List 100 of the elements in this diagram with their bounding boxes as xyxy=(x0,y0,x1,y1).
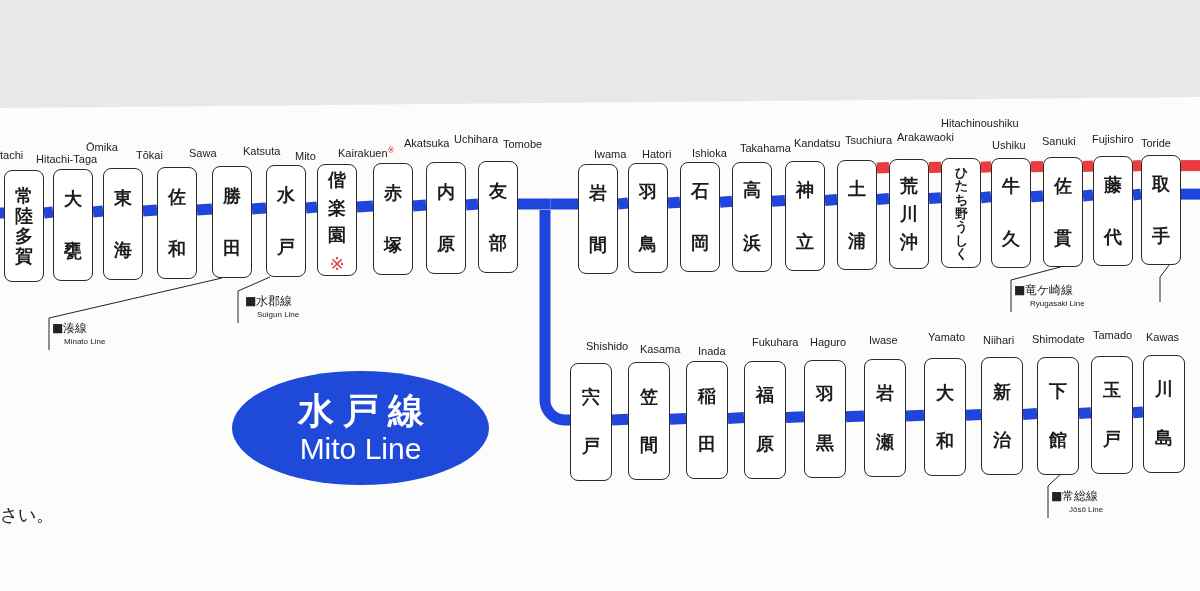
station-name: 取手 xyxy=(1152,172,1170,249)
station-box xyxy=(981,357,1023,476)
station-romaji: Ishioka xyxy=(692,147,727,160)
station-name: 偕楽園 xyxy=(328,167,346,248)
station-box xyxy=(1037,356,1079,475)
rail-line xyxy=(928,161,942,174)
station-box xyxy=(864,359,906,477)
rail-line xyxy=(1078,407,1092,420)
station-romaji: Katsuta xyxy=(243,145,281,158)
station-romaji: Tsuchiura xyxy=(845,134,893,147)
station-box xyxy=(426,162,466,274)
station-name: 藤代 xyxy=(1104,172,1122,249)
station-name: 福原 xyxy=(756,383,774,456)
station-romaji: tachi xyxy=(0,149,24,162)
rail-line xyxy=(965,408,982,421)
station-romaji: Mito xyxy=(295,150,316,163)
connecting-line-name: ■竜ケ崎線 xyxy=(1014,283,1074,298)
station-name: 大甕 xyxy=(64,186,82,263)
station-name: 岩瀬 xyxy=(876,381,894,454)
station-romaji: Yamato xyxy=(928,331,966,344)
station-name: 新治 xyxy=(993,379,1011,453)
station-name: 下館 xyxy=(1049,379,1067,452)
leader-line xyxy=(1159,264,1170,303)
station-name: 羽鳥 xyxy=(639,180,657,257)
station-romaji: Sawa xyxy=(189,147,217,160)
rail-line xyxy=(667,196,681,209)
station-romaji: Iwama xyxy=(594,148,627,161)
station-name: 荒川沖 xyxy=(900,174,918,255)
station-romaji: Inada xyxy=(698,345,726,358)
station-name: 常陸多賀 xyxy=(15,185,33,267)
station-name: 大和 xyxy=(936,380,954,454)
station-name: 高浜 xyxy=(743,178,761,255)
station-name: 川島 xyxy=(1155,377,1173,450)
rail-line xyxy=(539,210,571,426)
rail-line xyxy=(669,412,687,425)
station-box xyxy=(924,358,966,477)
station-box xyxy=(785,160,825,271)
station-box xyxy=(628,362,670,481)
rail-line xyxy=(142,204,158,217)
station-box xyxy=(686,361,728,480)
leader-line xyxy=(1047,474,1061,519)
rail-line xyxy=(92,205,104,218)
station-romaji: Hitachinoushiku xyxy=(941,117,1019,130)
station-romaji: Haguro xyxy=(810,336,847,349)
station-box xyxy=(570,363,612,481)
station-box xyxy=(732,161,772,272)
station-box xyxy=(212,166,252,278)
station-name: 佐和 xyxy=(168,184,186,261)
rail-line xyxy=(771,194,786,207)
station-name: 佐貫 xyxy=(1054,173,1072,250)
rail-line xyxy=(980,191,992,204)
station-box xyxy=(941,158,981,269)
station-name: 牛久 xyxy=(1002,174,1020,251)
station-name: 羽黒 xyxy=(816,382,834,455)
rail-line xyxy=(617,197,629,210)
rail-line xyxy=(412,199,427,212)
station-box xyxy=(680,162,720,273)
connecting-line-name: ■湊線 xyxy=(52,321,88,336)
station-box xyxy=(478,161,518,273)
rail-line xyxy=(785,411,805,424)
station-box xyxy=(1093,156,1133,266)
station-romaji: Toride xyxy=(1141,137,1171,150)
station-box xyxy=(804,359,846,478)
line-title-romaji: Mito Line xyxy=(299,432,422,466)
rail-line xyxy=(876,162,890,174)
station-romaji: Tomobe xyxy=(503,138,543,151)
station-name: 赤塚 xyxy=(384,180,402,257)
station-romaji: Hatori xyxy=(642,148,672,161)
rail-line xyxy=(43,206,54,219)
rail-line xyxy=(251,202,267,215)
station-box xyxy=(991,157,1031,268)
station-name: 友部 xyxy=(489,178,507,255)
leader-line xyxy=(48,277,223,351)
station-romaji: Kandatsu xyxy=(794,137,841,150)
rail-line xyxy=(727,412,745,424)
station-romaji: Kairakuen$^{※}$ xyxy=(338,147,395,160)
connecting-line-romaji: Suigun Line xyxy=(257,309,300,320)
rail-line xyxy=(1132,188,1142,201)
station-box xyxy=(157,167,197,279)
station-box xyxy=(889,159,929,270)
station-box xyxy=(578,164,618,274)
station-box xyxy=(103,168,143,280)
rail-line xyxy=(1030,160,1044,173)
station-romaji: Ushiku xyxy=(992,139,1026,152)
rail-line xyxy=(1082,160,1094,172)
rail-line xyxy=(465,198,479,211)
station-name: 稲田 xyxy=(698,383,716,457)
station-romaji: Akatsuka xyxy=(404,137,450,150)
station-name: 水戸 xyxy=(277,182,295,259)
connecting-line-romaji: Ryugasaki Line xyxy=(1030,298,1085,309)
station-romaji: Ōmika xyxy=(86,141,118,154)
rail-line xyxy=(719,195,733,208)
station-name: ひたち野うしく xyxy=(954,165,968,262)
rail-line xyxy=(980,161,992,173)
rail-line xyxy=(550,198,578,210)
station-romaji: Kawas xyxy=(1146,331,1180,344)
connecting-line-romaji: Jōsō Line xyxy=(1069,504,1104,515)
connecting-line-romaji: Minato Line xyxy=(64,336,106,347)
connecting-line-name: ■常総線 xyxy=(1051,489,1099,504)
station-name: 神立 xyxy=(796,177,814,254)
